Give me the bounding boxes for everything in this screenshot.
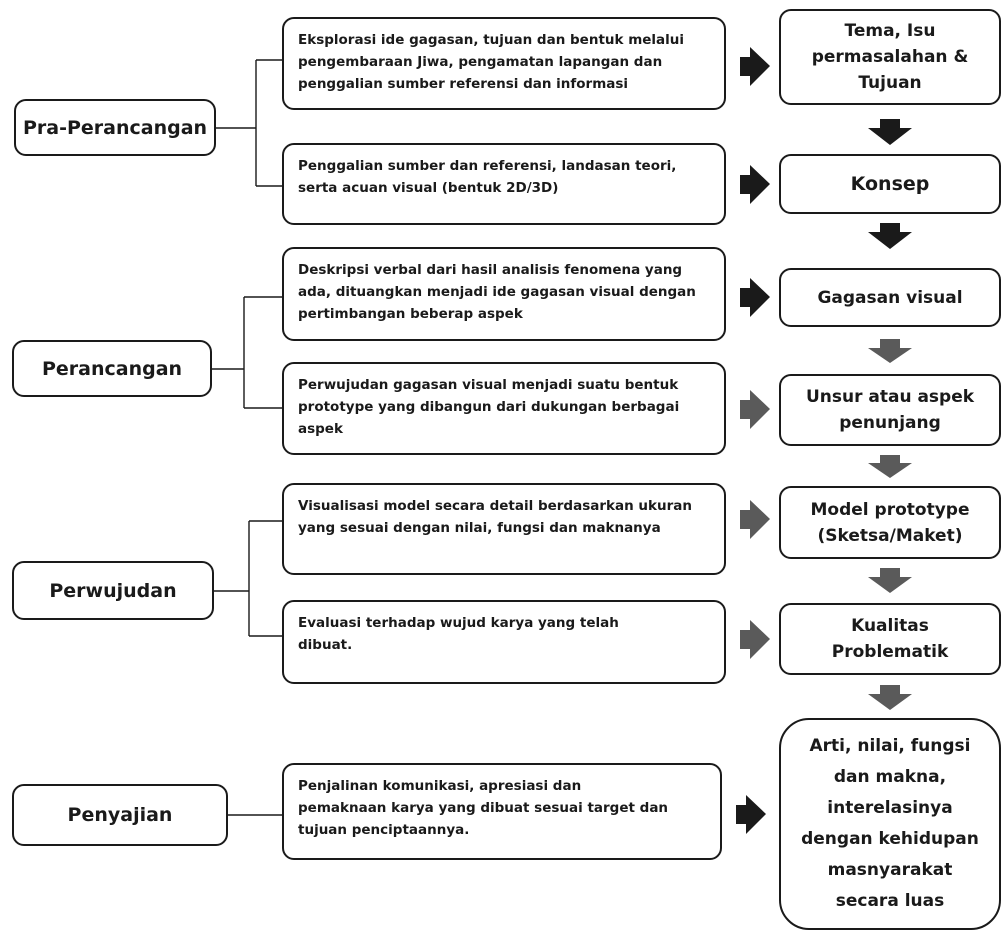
phase-label: Perwujudan (49, 579, 177, 602)
step-text: Perwujudan gagasan visual menjadi suatu … (298, 377, 680, 437)
down-arrow-icon (868, 455, 912, 478)
step-text: Visualisasi model secara detail berdasar… (298, 498, 692, 536)
down-arrow-icon (868, 339, 912, 363)
output-text: Gagasan visual (817, 287, 963, 308)
output-box: Tema, Isu permasalahan & Tujuan (779, 9, 1001, 105)
output-text: Tema, Isu permasalahan & Tujuan (811, 21, 969, 93)
output-text: Arti, nilai, fungsi dan makna, interelas… (801, 736, 979, 911)
output-text: Konsep (850, 173, 930, 195)
step-text: Evaluasi terhadap wujud karya yang telah… (298, 615, 619, 653)
output-box: Model prototype (Sketsa/Maket) (779, 486, 1001, 559)
phase-perwujudan: Perwujudan (12, 561, 214, 620)
output-box: Unsur atau aspek penunjang (779, 374, 1001, 446)
phase-pra-perancangan: Pra-Perancangan (14, 99, 216, 156)
step-box: Penjalinan komunikasi, apresiasi dan pem… (282, 763, 722, 860)
down-arrow-icon (868, 685, 912, 710)
phase-label: Perancangan (41, 357, 183, 380)
step-box: Deskripsi verbal dari hasil analisis fen… (282, 247, 726, 341)
output-box: Arti, nilai, fungsi dan makna, interelas… (779, 718, 1001, 930)
right-arrow-icon (740, 500, 770, 539)
bracket-pra-perancangan (216, 59, 284, 187)
bracket-perancangan (212, 296, 284, 409)
down-arrow-icon (868, 119, 912, 145)
down-arrow-icon (868, 568, 912, 593)
down-arrow-icon (868, 223, 912, 249)
output-box: Gagasan visual (779, 268, 1001, 327)
phase-penyajian: Penyajian (12, 784, 228, 846)
output-text: Unsur atau aspek penunjang (805, 387, 975, 433)
phase-label: Pra-Perancangan (22, 116, 208, 139)
phase-label: Penyajian (67, 804, 173, 826)
step-text: Eksplorasi ide gagasan, tujuan dan bentu… (298, 32, 685, 92)
step-box: Penggalian sumber dan referensi, landasa… (282, 143, 726, 225)
right-arrow-icon (736, 795, 766, 834)
bracket-perwujudan (214, 520, 284, 637)
right-arrow-icon (740, 47, 770, 86)
step-text: Penggalian sumber dan referensi, landasa… (298, 158, 677, 196)
right-arrow-icon (740, 278, 770, 317)
step-text: Penjalinan komunikasi, apresiasi dan pem… (298, 778, 669, 838)
right-arrow-icon (740, 620, 770, 659)
right-arrow-icon (740, 390, 770, 429)
step-box: Evaluasi terhadap wujud karya yang telah… (282, 600, 726, 684)
output-box: Konsep (779, 154, 1001, 214)
step-box: Eksplorasi ide gagasan, tujuan dan bentu… (282, 17, 726, 110)
output-text: Model prototype (Sketsa/Maket) (810, 499, 970, 546)
step-text: Deskripsi verbal dari hasil analisis fen… (298, 262, 696, 322)
output-box: Kualitas Problematik (779, 603, 1001, 675)
phase-perancangan: Perancangan (12, 340, 212, 397)
right-arrow-icon (740, 165, 770, 204)
step-box: Visualisasi model secara detail berdasar… (282, 483, 726, 575)
step-box: Perwujudan gagasan visual menjadi suatu … (282, 362, 726, 455)
output-text: Kualitas Problematik (831, 616, 949, 662)
